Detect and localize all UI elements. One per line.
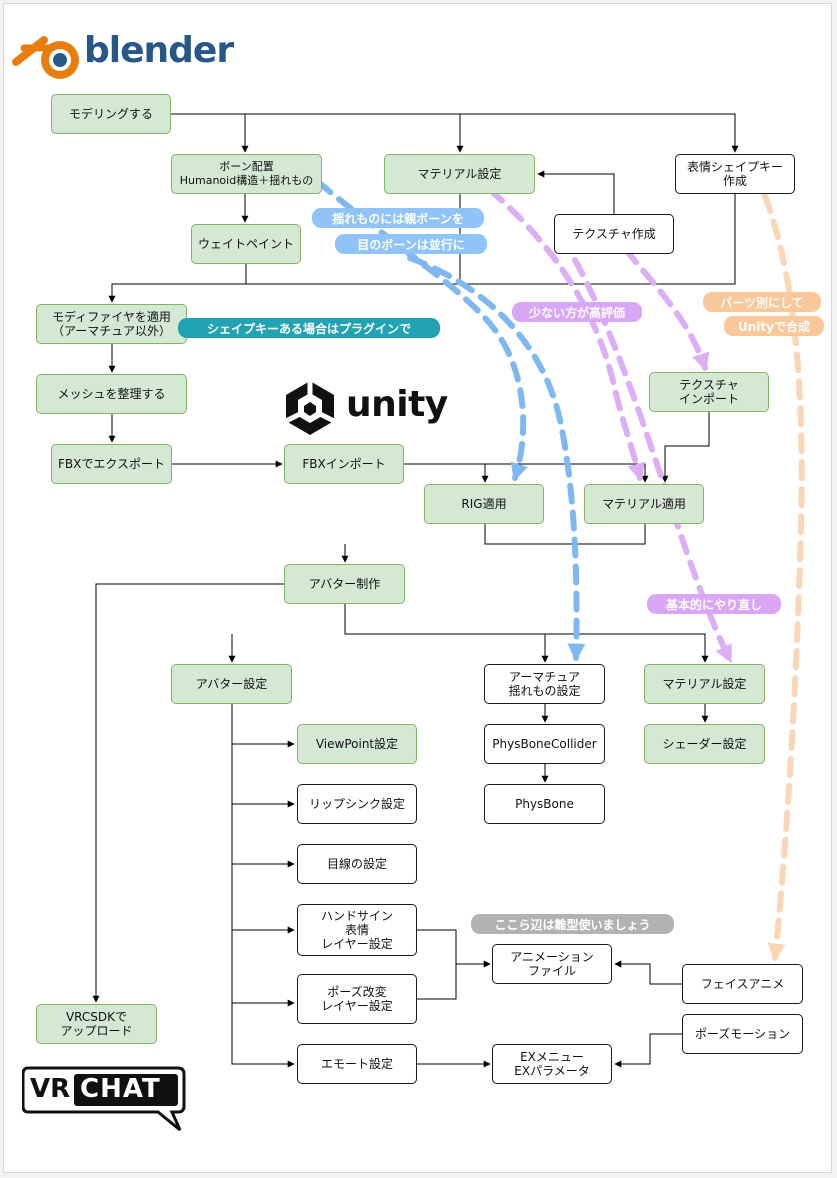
node-material-setup-blender[interactable]: マテリアル設定 (384, 154, 535, 194)
node-material-setup-unity[interactable]: マテリアル設定 (644, 664, 765, 704)
vrchat-wordmark-chat: CHAT (80, 1074, 161, 1104)
connector (231, 704, 295, 1068)
node-eye-setup[interactable]: 目線の設定 (297, 844, 417, 884)
blender-icon (12, 36, 79, 79)
node-animation-file[interactable]: アニメーション ファイル (492, 944, 612, 984)
connector (484, 524, 646, 545)
node-lipsync[interactable]: リップシンク設定 (297, 784, 417, 824)
node-face-anim[interactable]: フェイスアニメ (682, 964, 803, 1004)
note-arrow-purple (623, 247, 710, 372)
node-shader-setup[interactable]: シェーダー設定 (644, 724, 765, 764)
connector (661, 412, 710, 483)
note-arrow-blue (315, 179, 528, 482)
node-avatar-create[interactable]: アバター制作 (284, 564, 405, 604)
node-texture-create[interactable]: テクスチャ作成 (554, 214, 674, 254)
node-apply-modifier[interactable]: モディファイヤを適用 （アーマチュア以外） (36, 304, 187, 344)
connector (614, 1033, 682, 1068)
connector (614, 960, 682, 985)
connector (417, 929, 457, 1000)
node-shape-key[interactable]: 表情シェイプキー 作成 (675, 154, 795, 194)
node-ex-menu[interactable]: EXメニュー EXパラメータ (492, 1044, 612, 1084)
node-hand-sign[interactable]: ハンドサイン 表情 レイヤー設定 (297, 904, 417, 956)
connector (404, 463, 649, 483)
node-texture-import[interactable]: テクスチャ インポート (649, 372, 769, 412)
node-mesh-cleanup[interactable]: メッシュを整理する (36, 374, 187, 414)
unity-wordmark: unity (346, 384, 448, 425)
node-physbone-collider[interactable]: PhysBoneCollider (484, 724, 605, 764)
note-shapekey-plugin: シェイプキーある場合はプラグインで (178, 318, 440, 338)
unity-icon (284, 381, 336, 435)
node-modeling[interactable]: モデリングする (51, 94, 171, 134)
note-eye-bones-parallel: 目のボーンは並行に (335, 234, 487, 254)
node-fbx-import[interactable]: FBXインポート (284, 444, 404, 484)
node-viewpoint[interactable]: ViewPoint設定 (297, 724, 417, 764)
node-weight-paint[interactable]: ウェイトペイント (191, 224, 301, 264)
connector (108, 194, 736, 303)
node-fbx-export[interactable]: FBXでエクスポート (51, 444, 172, 484)
node-bone-placement[interactable]: ボーン配置 Humanoid構造＋揺れもの (171, 154, 322, 194)
note-shakey-bones-parent: 揺れものには親ボーンを (312, 208, 484, 228)
note-combine-in-unity: Unityで合成 (724, 316, 824, 336)
note-use-template: ここら辺は雛型使いましょう (471, 914, 674, 934)
node-physbone[interactable]: PhysBone (484, 784, 605, 824)
note-arrow-purple (487, 187, 646, 482)
vrchat-wordmark-vr: VR (30, 1074, 71, 1104)
connector (537, 170, 615, 214)
node-rig-apply[interactable]: RIG適用 (424, 484, 544, 524)
connector (92, 583, 285, 1003)
node-armature-setup[interactable]: アーマチュア 揺れもの設定 (484, 664, 605, 704)
blender-wordmark: blender (84, 30, 234, 71)
note-redo-basically: 基本的にやり直し (647, 594, 781, 614)
node-pose-motion[interactable]: ポーズモーション (682, 1014, 803, 1054)
node-pose-change[interactable]: ポーズ改変 レイヤー設定 (297, 974, 417, 1024)
blender-logo: blender (10, 26, 250, 82)
connector (344, 604, 709, 663)
unity-logo: unity (280, 378, 450, 438)
vrchat-logo: VR CHAT (22, 1066, 186, 1136)
note-parts-separate: パーツ別にして (703, 292, 821, 312)
node-avatar-setup[interactable]: アバター設定 (171, 664, 292, 704)
node-material-apply[interactable]: マテリアル適用 (584, 484, 704, 524)
note-arrow-blue (407, 255, 586, 662)
node-emote[interactable]: エモート設定 (297, 1044, 417, 1084)
note-arrow-orange (762, 193, 805, 962)
connector (171, 113, 739, 153)
node-vrcsdk-upload[interactable]: VRCSDKで アップロード (36, 1004, 157, 1044)
vrchat-speech-bubble-icon (22, 1066, 186, 1132)
note-fewer-better: 少ない方が高評価 (512, 302, 642, 322)
